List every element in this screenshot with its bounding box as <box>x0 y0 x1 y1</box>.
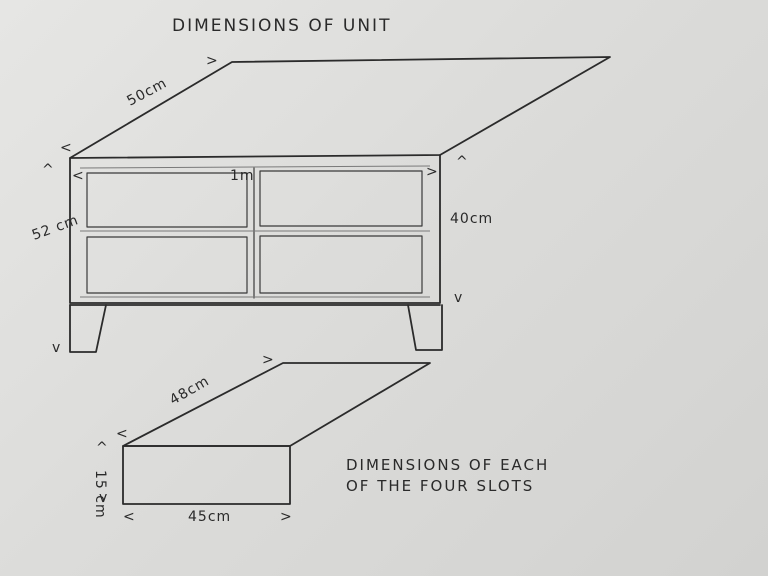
inner-height-arrow-down-icon: v <box>454 290 463 306</box>
slot-depth-arrow-start-icon: < <box>116 426 129 442</box>
inner-height-arrow-up-icon: ^ <box>456 154 469 170</box>
unit-left-leg <box>69 304 107 353</box>
slot-bottom-right <box>259 235 423 294</box>
depth-arrow-start-icon: < <box>60 140 73 156</box>
slot-width-arrow-right-icon: > <box>280 509 293 525</box>
unit-depth-label: 50cm <box>124 75 170 109</box>
unit-width-label: 1m <box>230 168 255 184</box>
height-arrow-down-icon: v <box>52 340 61 356</box>
slot-front-face <box>122 445 291 505</box>
height-arrow-up-icon: ^ <box>42 162 55 178</box>
slot-height-label: 15 cm <box>92 470 108 519</box>
slot-note-line-1: DIMENSIONS OF EACH <box>346 456 549 474</box>
slot-height-arrow-down-icon: v <box>99 490 108 506</box>
top-rail <box>79 165 431 169</box>
slot-drawing: > < ^ v < > 48cm 15 cm 45cm <box>92 352 431 525</box>
width-arrow-right-icon: > <box>426 164 439 180</box>
slot-top-left <box>86 172 248 228</box>
diagram-title: DIMENSIONS OF UNIT <box>172 16 391 36</box>
slot-height-arrow-up-icon: ^ <box>96 440 109 456</box>
slot-top-surface <box>122 362 431 447</box>
depth-arrow-icon: > <box>206 53 219 69</box>
unit-front-frame <box>69 154 441 304</box>
unit-right-leg <box>407 304 443 351</box>
slot-top-right <box>259 170 423 227</box>
slot-bottom-left <box>86 236 248 294</box>
slot-width-arrow-left-icon: < <box>123 509 136 525</box>
width-arrow-left-icon: < <box>72 168 85 184</box>
slot-depth-arrow-icon: > <box>262 352 275 368</box>
slot-note-line-2: OF THE FOUR SLOTS <box>346 477 534 495</box>
unit-top-surface <box>69 56 611 159</box>
unit-drawing: > < < > ^ v ^ v 50cm 1m 40cm 52 cm <box>30 53 611 356</box>
unit-inner-height-label: 40cm <box>450 211 493 227</box>
slot-width-label: 45cm <box>188 509 231 525</box>
unit-height-label: 52 cm <box>30 212 81 244</box>
